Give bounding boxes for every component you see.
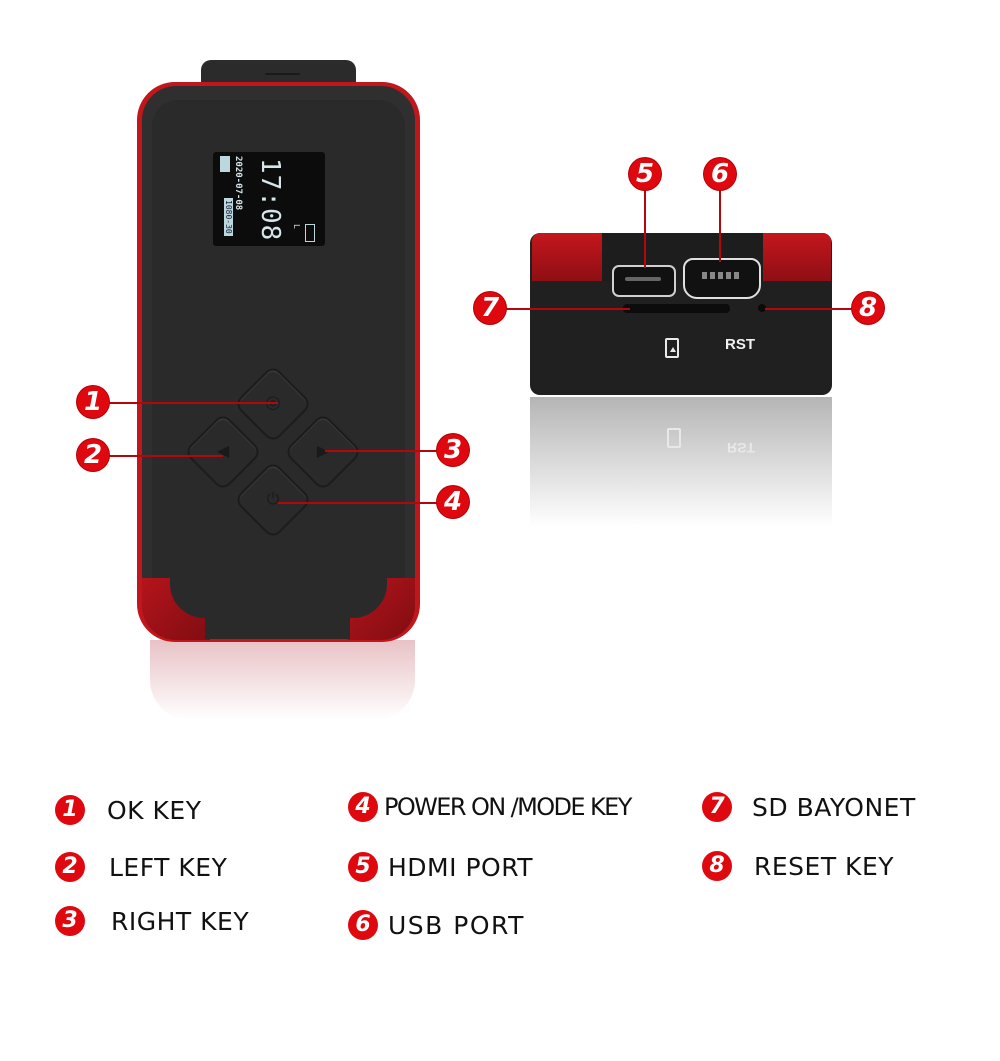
legend-badge: 1 xyxy=(55,795,85,825)
hdmi-port-contacts xyxy=(625,277,661,281)
legend-label: USB PORT xyxy=(388,910,525,940)
legend-label: SD BAYONET xyxy=(752,792,916,822)
front-device-reflection xyxy=(150,640,415,720)
legend-item-left-key: 2 LEFT KEY xyxy=(55,852,227,882)
legend-badge: 5 xyxy=(348,852,378,882)
callout-7-badge: 7 xyxy=(474,292,506,324)
reset-pinhole[interactable] xyxy=(758,304,766,312)
sd-card-slot xyxy=(623,304,730,313)
legend-label: RIGHT KEY xyxy=(111,906,250,936)
video-camera-icon xyxy=(220,156,230,172)
side-lower-panel xyxy=(530,281,832,395)
callout-8-badge: 8 xyxy=(852,292,884,324)
power-mode-icon: ⏻ xyxy=(266,489,280,508)
side-device-reflection xyxy=(530,397,832,527)
callout-1-leader xyxy=(108,402,278,404)
left-triangle-icon: ◀ xyxy=(216,441,230,460)
bottom-left-bumper xyxy=(142,578,210,640)
legend-item-reset-key: 8 RESET KEY xyxy=(702,851,894,881)
legend-badge: 6 xyxy=(348,910,378,940)
hdmi-port xyxy=(612,265,676,297)
usb-port-contacts xyxy=(702,272,740,279)
legend-label: HDMI PORT xyxy=(388,852,534,882)
screen-resolution: 1080-30 xyxy=(224,198,233,236)
callout-4-leader xyxy=(278,502,438,504)
legend-badge: 4 xyxy=(348,792,378,822)
callout-3-leader xyxy=(325,450,440,452)
legend-item-right-key: 3 RIGHT KEY xyxy=(55,906,249,936)
right-triangle-icon: ▶ xyxy=(316,441,330,460)
callout-5-leader xyxy=(644,190,646,268)
legend-item-usb-port: 6 USB PORT xyxy=(348,910,525,940)
legend-label: RESET KEY xyxy=(754,851,895,881)
side-right-bumper xyxy=(763,233,831,281)
callout-5-badge: 5 xyxy=(629,158,661,190)
callout-8-leader xyxy=(765,308,855,310)
callout-6-leader xyxy=(719,190,721,262)
bottom-right-bumper xyxy=(347,578,415,640)
legend-label: OK KEY xyxy=(107,795,202,825)
battery-icon xyxy=(305,224,315,242)
legend-badge: 3 xyxy=(55,906,85,936)
legend-item-ok-key: 1 OK KEY xyxy=(55,795,201,825)
legend-badge: 2 xyxy=(55,852,85,882)
callout-1-badge: 1 xyxy=(77,386,109,418)
legend-item-sd-bayonet: 7 SD BAYONET xyxy=(702,792,916,822)
callout-7-leader xyxy=(505,308,630,310)
legend-badge: 7 xyxy=(702,792,732,822)
callout-2-badge: 2 xyxy=(77,439,109,471)
legend-item-hdmi-port: 5 HDMI PORT xyxy=(348,852,533,882)
rst-label: RST xyxy=(725,336,755,353)
screen-time: 17:08 xyxy=(255,158,285,242)
legend-badge: 8 xyxy=(702,851,732,881)
legend-label: POWER ON /MODE KEY xyxy=(384,793,632,821)
device-bottom-panel xyxy=(205,578,350,639)
legend-label: LEFT KEY xyxy=(109,852,228,882)
callout-3-badge: 3 xyxy=(437,434,469,466)
screen-battery-label: L xyxy=(292,224,301,229)
callout-6-badge: 6 xyxy=(704,158,736,190)
lens-cap-groove xyxy=(265,73,300,75)
callout-4-badge: 4 xyxy=(437,486,469,518)
oled-screen: 17:08 2020-07-08 1080-30 L xyxy=(213,152,325,246)
callout-2-leader xyxy=(108,455,223,457)
sd-card-icon xyxy=(665,338,679,358)
sd-card-reflection-icon xyxy=(667,428,681,448)
side-left-bumper xyxy=(532,233,602,281)
legend-item-power-mode-key: 4 POWER ON /MODE KEY xyxy=(348,792,632,822)
screen-date: 2020-07-08 xyxy=(233,156,243,211)
rst-label-reflection: RST xyxy=(727,440,755,456)
